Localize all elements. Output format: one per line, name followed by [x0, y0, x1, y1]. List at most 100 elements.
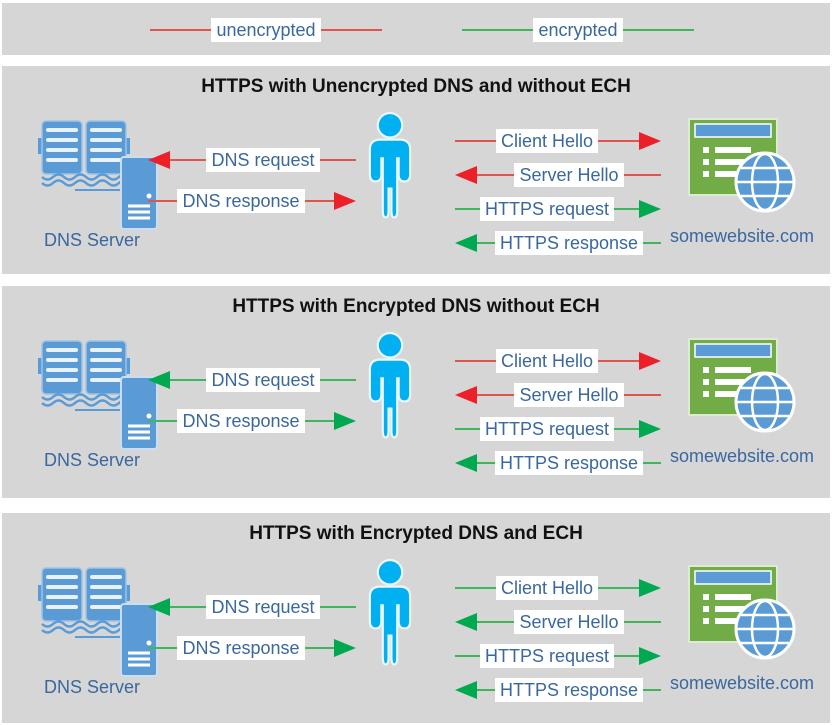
arrow-line	[477, 394, 515, 396]
panel-unencrypted-dns-no-ech: HTTPS with Unencrypted DNS and without E…	[2, 66, 830, 274]
arrow-dns-response: DNS response	[148, 409, 356, 433]
arrow-line	[455, 208, 480, 210]
unencrypted-line	[320, 29, 383, 31]
arrow-line	[623, 174, 662, 176]
server-tower-icon	[120, 603, 158, 682]
arrowhead-right-icon	[639, 132, 662, 150]
arrow-line	[477, 174, 515, 176]
arrowhead-right-icon	[334, 192, 356, 210]
arrow-line	[304, 200, 334, 202]
arrow-line	[304, 647, 334, 649]
user-person-icon	[354, 111, 426, 227]
arrow-label: Server Hello	[514, 383, 624, 407]
arrow-label: Client Hello	[495, 576, 599, 600]
arrowhead-right-icon	[639, 200, 662, 218]
legend-item-unencrypted: unencrypted	[150, 17, 383, 43]
arrow-label: Server Hello	[514, 163, 624, 187]
arrow-line	[643, 242, 661, 244]
dns-server-caption: DNS Server	[44, 677, 141, 697]
arrow-line	[598, 587, 640, 589]
directory-book-icon	[38, 340, 131, 407]
arrow-label: DNS response	[177, 189, 305, 213]
globe-icon	[734, 151, 796, 213]
arrow-line	[455, 140, 496, 142]
server-tower-icon	[120, 376, 158, 455]
arrow-dns-request: DNS request	[148, 595, 357, 619]
arrow-line	[455, 360, 496, 362]
globe-icon	[733, 150, 797, 219]
arrow-server-hello: Server Hello	[455, 610, 662, 634]
arrow-label: Client Hello	[495, 349, 599, 373]
arrowhead-left-icon	[455, 454, 477, 472]
arrow-label: HTTPS request	[479, 417, 615, 441]
arrow-line	[304, 420, 334, 422]
arrow-label: HTTPS response	[494, 231, 644, 255]
arrowhead-right-icon	[639, 352, 662, 370]
arrow-https-response: HTTPS response	[455, 678, 661, 702]
website-icon	[688, 118, 818, 228]
arrow-line	[614, 428, 640, 430]
arrowhead-left-icon	[455, 234, 477, 252]
arrowhead-left-icon	[455, 166, 477, 184]
connector-line	[75, 189, 121, 191]
globe-icon	[734, 598, 796, 660]
arrowhead-left-icon	[148, 598, 170, 616]
arrow-label: HTTPS request	[479, 644, 615, 668]
globe-icon	[733, 597, 797, 666]
arrowhead-right-icon	[639, 579, 662, 597]
arrow-line	[598, 360, 640, 362]
globe-icon	[733, 370, 797, 439]
arrow-line	[148, 420, 178, 422]
connector-line	[75, 636, 121, 638]
arrow-line	[455, 655, 480, 657]
server-tower-icon	[120, 603, 158, 677]
arrow-https-response: HTTPS response	[455, 231, 661, 255]
legend-item-encrypted: encrypted	[462, 17, 694, 43]
arrowhead-right-icon	[334, 639, 356, 657]
website-icon	[688, 565, 818, 675]
website-caption: somewebsite.com	[669, 226, 815, 246]
encrypted-line	[622, 29, 694, 31]
arrow-line	[623, 621, 662, 623]
arrow-label: Client Hello	[495, 129, 599, 153]
directory-book-icon	[38, 120, 131, 187]
arrow-line	[477, 689, 495, 691]
arrow-server-hello: Server Hello	[455, 163, 662, 187]
arrow-line	[598, 140, 640, 142]
website-icon	[688, 338, 818, 448]
directory-book-icon	[38, 567, 131, 634]
arrow-client-hello: Client Hello	[455, 349, 662, 373]
arrowhead-left-icon	[148, 151, 170, 169]
arrowhead-left-icon	[455, 681, 477, 699]
arrow-label: DNS request	[206, 595, 320, 619]
arrow-label: HTTPS request	[479, 197, 615, 221]
directory-book-icon	[38, 565, 131, 640]
arrow-line	[614, 655, 640, 657]
arrow-line	[148, 200, 178, 202]
legend-label-encrypted: encrypted	[533, 18, 623, 42]
arrow-dns-response: DNS response	[148, 636, 356, 660]
arrow-https-response: HTTPS response	[455, 451, 661, 475]
dns-server-caption: DNS Server	[44, 450, 141, 470]
globe-icon	[734, 371, 796, 433]
arrow-line	[614, 208, 640, 210]
legend-bar: unencrypted encrypted	[2, 3, 830, 55]
server-tower-icon	[120, 156, 158, 235]
arrow-label: HTTPS response	[494, 451, 644, 475]
arrowhead-right-icon	[334, 412, 356, 430]
arrow-label: DNS response	[177, 636, 305, 660]
arrow-client-hello: Client Hello	[455, 129, 662, 153]
dns-server-icon	[38, 338, 160, 454]
website-caption: somewebsite.com	[669, 673, 815, 693]
arrow-line	[319, 606, 357, 608]
connector-line	[75, 409, 121, 411]
arrow-line	[643, 689, 661, 691]
